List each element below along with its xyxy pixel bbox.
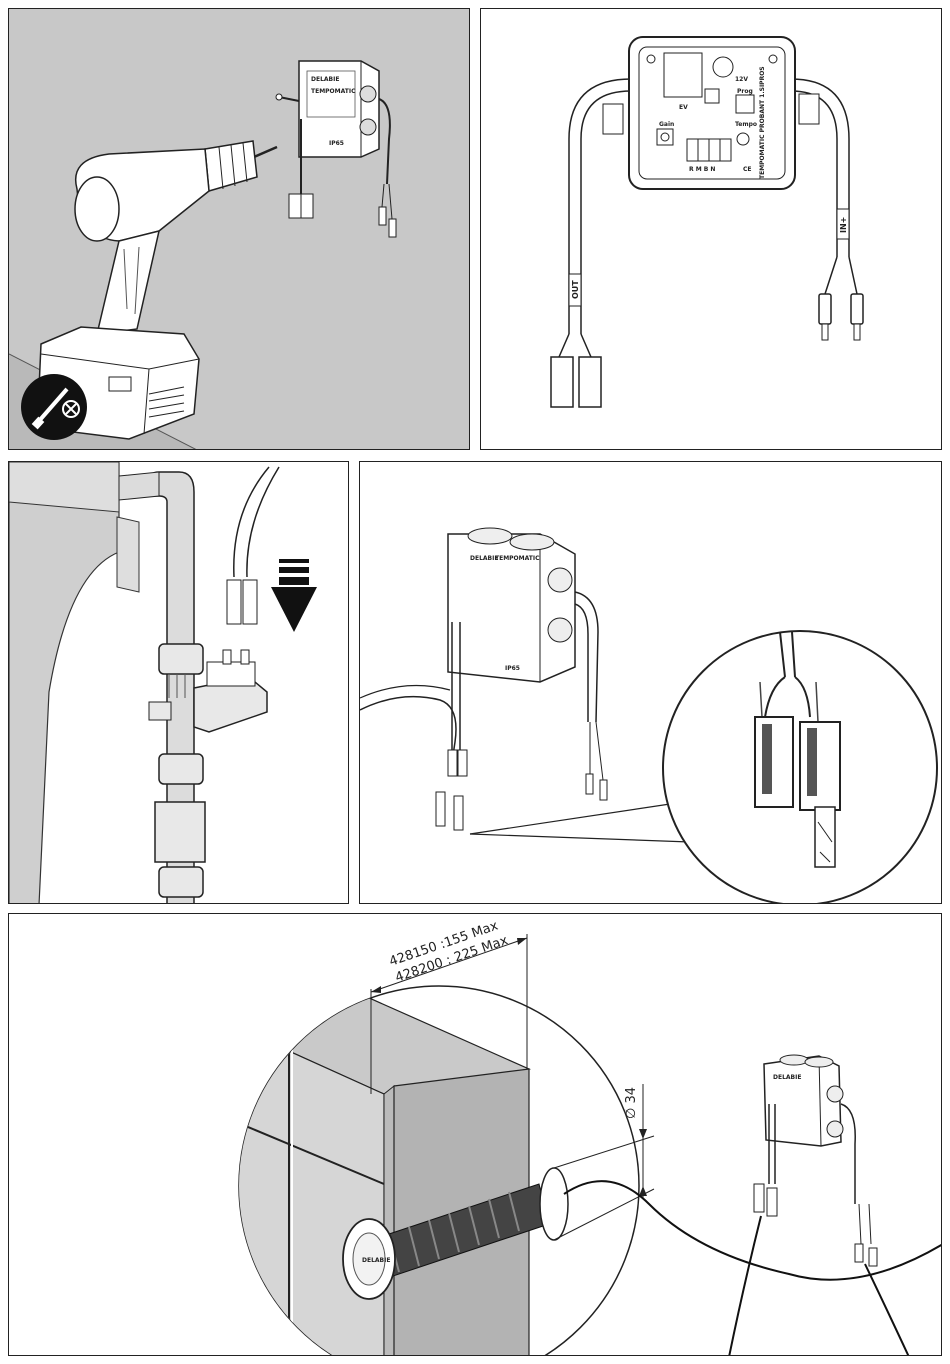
box-ip-text: IP65 bbox=[505, 665, 520, 672]
down-arrow-icon bbox=[271, 559, 317, 632]
panel-valve bbox=[8, 461, 349, 904]
flange-label: DELABIE bbox=[362, 1257, 390, 1264]
box-product-text: TEMPOMATIC bbox=[495, 555, 540, 562]
power-label: 12V bbox=[735, 76, 748, 83]
box-brand-text: DELABIE bbox=[311, 76, 339, 83]
connection-illustration: DELABIE TEMPOMATIC IP65 bbox=[360, 462, 942, 904]
wiring-illustration: OUT IN+ 12V Prog bbox=[481, 9, 942, 450]
screw bbox=[276, 94, 299, 101]
panel-wiring: OUT IN+ 12V Prog bbox=[480, 8, 942, 450]
terminals-label: R M B N bbox=[689, 166, 715, 173]
panel-mounting: DELABIE TEMPOMATIC IP65 bbox=[8, 8, 470, 450]
out-label: OUT bbox=[571, 280, 580, 299]
electronic-box: DELABIE TEMPOMATIC IP65 bbox=[299, 61, 379, 157]
box-product-text: TEMPOMATIC bbox=[311, 88, 356, 95]
diameter-label: ∅ 34 bbox=[624, 1087, 639, 1119]
box-ip-text: IP65 bbox=[329, 140, 344, 147]
panel-installation: DELABIE 428150 :155 Max 428200 : 225 Max… bbox=[8, 913, 942, 1356]
control-board: 12V Prog EV Gain Tempo R M B N CE TEMPOM… bbox=[629, 37, 795, 189]
electronic-box: DELABIE bbox=[764, 1055, 843, 1146]
prog-label: Prog bbox=[737, 88, 753, 95]
mounting-illustration: DELABIE TEMPOMATIC IP65 bbox=[9, 9, 470, 450]
tempo-label: Tempo bbox=[735, 121, 757, 128]
panel-connection: DELABIE TEMPOMATIC IP65 bbox=[359, 461, 942, 904]
board-side-text: TEMPOMATIC PROBANT 1.SIPROS bbox=[759, 66, 766, 179]
in-label: IN+ bbox=[839, 217, 848, 233]
zoom-detail bbox=[663, 631, 937, 904]
valve-illustration bbox=[9, 462, 349, 904]
screwdriver-icon bbox=[21, 374, 87, 440]
gain-label: Gain bbox=[659, 121, 674, 128]
installation-illustration: DELABIE 428150 :155 Max 428200 : 225 Max… bbox=[9, 914, 942, 1356]
ce-mark: CE bbox=[743, 166, 752, 173]
box-brand-text: DELABIE bbox=[773, 1074, 801, 1081]
ev-label: EV bbox=[679, 104, 688, 111]
electronic-box: DELABIE TEMPOMATIC IP65 bbox=[448, 528, 575, 682]
